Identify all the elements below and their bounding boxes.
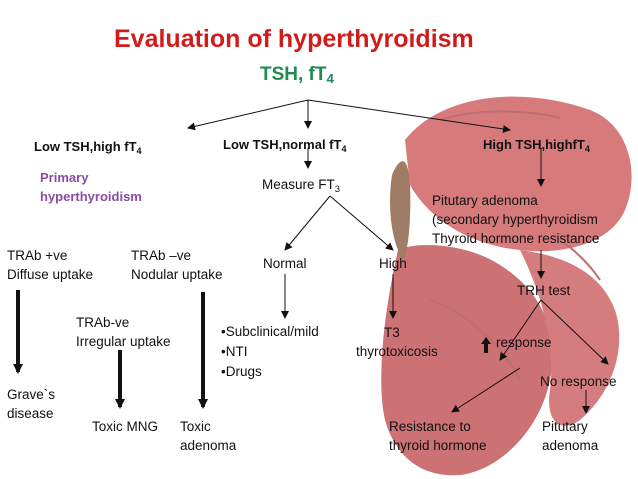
arrow-measure-normal — [284, 195, 331, 251]
up-arrow-icon — [481, 337, 491, 353]
normal-cause-1: •Subclinical/mild — [221, 324, 319, 339]
normal-cause-2: •NTI — [221, 344, 248, 359]
trab-neg-irr-1: TRAb-ve — [76, 315, 130, 330]
measure-node: Measure FT3 — [262, 177, 341, 195]
graves-1: Grave`s — [7, 387, 56, 402]
pituitary-2: (secondary hyperthyroidism — [432, 212, 598, 227]
arrow-response-resistance — [451, 367, 521, 413]
pituitary-3: Thyroid hormone resistance — [432, 231, 600, 246]
arrow-measure-high — [329, 195, 394, 251]
page-title: Evaluation of hyperthyroidism — [114, 25, 474, 53]
t3-1: T3 — [384, 325, 400, 340]
resistance-1: Resistance to — [389, 419, 471, 434]
trab-neg-irr-2: Irregular uptake — [76, 334, 171, 349]
trab-pos-1: TRAb +ve — [7, 248, 68, 263]
resistance-2: thyroid hormone — [389, 438, 487, 453]
branch-right: High TSH,highfT4 — [483, 137, 590, 154]
response-label: response — [496, 335, 552, 350]
pituitary-1: Pitutary adenoma — [432, 193, 538, 208]
arrow-trh-response — [499, 299, 542, 361]
normal-node: Normal — [263, 256, 307, 271]
branch-middle: Low TSH,normal fT4 — [223, 137, 347, 154]
primary-label-1: Primary — [40, 170, 89, 185]
graves-2: disease — [7, 406, 54, 421]
trab-neg-2: Nodular uptake — [131, 267, 223, 282]
primary-label-2: hyperthyroidism — [40, 189, 142, 204]
no-response-label: No response — [540, 374, 617, 389]
pituitary-adenoma-1: Pitutary — [542, 419, 588, 434]
toxic-mng: Toxic MNG — [92, 419, 159, 434]
toxic-adenoma-2: adenoma — [180, 438, 237, 453]
normal-cause-3: •Drugs — [221, 364, 262, 379]
arrow-root-left — [187, 99, 309, 131]
arrow-trh-noresponse — [540, 299, 609, 365]
root-node: TSH, fT4 — [260, 64, 334, 86]
t3-2: thyrotoxicosis — [356, 344, 438, 359]
high-node: High — [379, 256, 407, 271]
toxic-adenoma-1: Toxic — [180, 419, 211, 434]
trh-test: TRH test — [517, 283, 571, 298]
trab-neg-1: TRAb –ve — [131, 248, 192, 263]
trab-pos-2: Diffuse uptake — [7, 267, 94, 282]
branch-left: Low TSH,high fT4 — [34, 139, 142, 156]
arrow-root-right — [307, 99, 511, 133]
pituitary-adenoma-2: adenoma — [542, 438, 599, 453]
